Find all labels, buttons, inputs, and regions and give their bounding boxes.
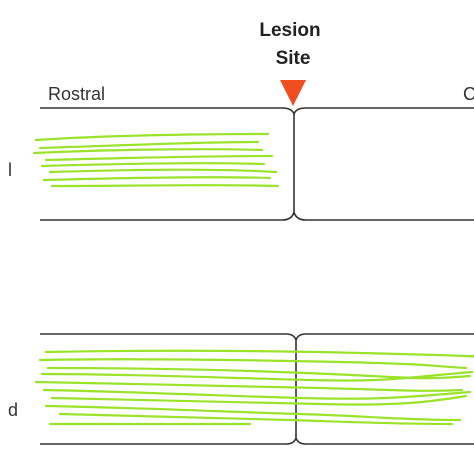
bottom-axon	[42, 388, 472, 400]
top-axon-group	[32, 132, 280, 188]
top-axon	[42, 176, 272, 182]
rostral-label: Rostral	[48, 84, 105, 104]
bottom-axon	[58, 412, 454, 426]
bottom-axon	[50, 394, 468, 406]
bottom-row-label-partial: d	[8, 400, 18, 420]
bottom-cord-panel	[34, 333, 474, 445]
bottom-axon	[44, 404, 462, 422]
top-axon	[40, 162, 266, 168]
bottom-axon	[38, 358, 468, 370]
bottom-axon	[46, 366, 472, 380]
top-row-label-partial: l	[8, 160, 12, 180]
bottom-axon	[34, 380, 464, 392]
top-cord-lower-edge	[40, 211, 474, 221]
lesion-marker-icon	[280, 80, 306, 106]
top-axon	[44, 154, 274, 162]
top-axon	[48, 168, 278, 174]
lesion-label-line2: Site	[276, 48, 311, 69]
bottom-axon-group	[34, 349, 474, 426]
top-cord-panel	[32, 107, 474, 221]
top-axon	[50, 184, 280, 188]
caudal-label-partial: C	[463, 84, 474, 104]
top-cord-upper-edge	[40, 107, 474, 117]
top-axon	[38, 140, 260, 150]
top-axon	[32, 148, 264, 155]
top-axon	[34, 132, 270, 142]
bottom-cord-lower-edge	[40, 435, 474, 445]
bottom-axon	[40, 370, 474, 382]
bottom-cord-upper-edge	[40, 333, 474, 343]
lesion-label-line1: Lesion	[259, 20, 320, 41]
bottom-axon	[44, 349, 474, 358]
